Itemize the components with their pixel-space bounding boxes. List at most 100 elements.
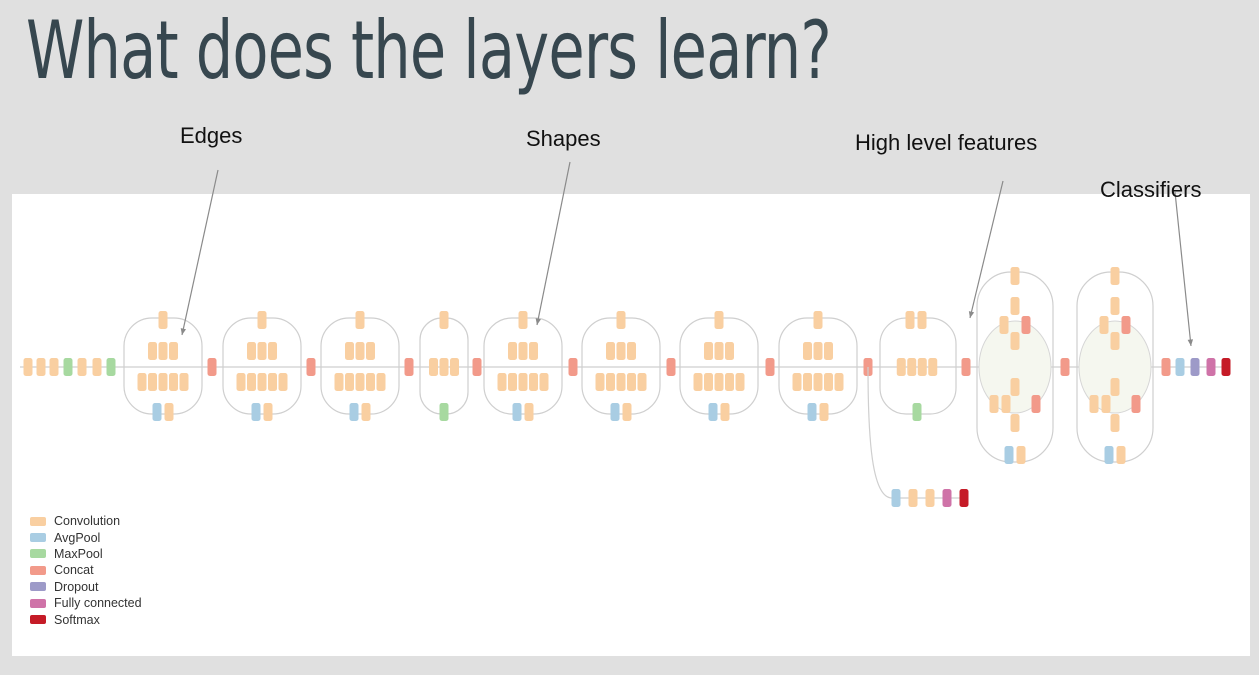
reduction0-conv-row-1: [439, 358, 449, 376]
auxiliary-layer-4: [959, 489, 969, 507]
legend-swatch-fully-connected: [30, 598, 46, 608]
module-3-conv-row1-2: [529, 342, 538, 360]
reduction1-conv-row-3: [928, 358, 938, 376]
legend-swatch-concat: [30, 565, 46, 575]
large-module-0-conv-g: [1010, 414, 1020, 432]
module-1-avgpool: [251, 403, 261, 421]
annotation-edges: Edges: [180, 123, 243, 148]
module-4-conv-row1-2: [627, 342, 636, 360]
module-1-conv-row2-0: [236, 373, 246, 391]
module-1-conv-row2-4: [278, 373, 288, 391]
large-module-1-conv-a: [1110, 297, 1120, 315]
module-1-conv-row1-2: [268, 342, 277, 360]
legend-label-maxpool: MaxPool: [54, 546, 103, 561]
module-2-conv-row2-2: [355, 373, 365, 391]
large-module-0-avgpool: [1004, 446, 1014, 464]
module-4-conv-row2-3: [627, 373, 636, 391]
large-module-1-pool-conv: [1116, 446, 1126, 464]
module-4-conv-row2-2: [616, 373, 626, 391]
module-6-conv-row2-2: [813, 373, 823, 391]
module-0-avgpool: [152, 403, 162, 421]
module-3-conv-row2-2: [518, 373, 528, 391]
module-3-conv-row2-3: [529, 373, 538, 391]
module-2-conv-row2-1: [345, 373, 354, 391]
module-2-top-conv: [355, 311, 365, 329]
large-module-1-conv-c: [1110, 332, 1120, 350]
legend-label-dropout: Dropout: [54, 579, 99, 594]
module-5-pool-conv: [720, 403, 730, 421]
module-0-conv-row2-0: [137, 373, 147, 391]
module-5-conv-row2-4: [735, 373, 745, 391]
module-2-avgpool: [349, 403, 359, 421]
legend-item-concat: Concat: [30, 562, 142, 578]
reduction1-conv-row-0: [896, 358, 906, 376]
concat-node-2: [404, 358, 414, 376]
module-1-conv-row1-1: [257, 342, 267, 360]
large-module-0-concat-bottom: [1031, 395, 1041, 413]
module-4-top-conv: [616, 311, 626, 329]
reduction0-maxpool: [439, 403, 449, 421]
module-0-conv-row1-0: [148, 342, 157, 360]
inception-module-outline-3: [483, 317, 563, 415]
legend-swatch-dropout: [30, 582, 46, 592]
large-module-0-conv-a: [1010, 297, 1020, 315]
module-5-conv-row2-0: [693, 373, 703, 391]
module-2-conv-row2-0: [334, 373, 344, 391]
reduction1-top-conv-b: [917, 311, 927, 329]
arrow-high-level-features-shaft: [969, 180, 1004, 319]
large-module-0-concat-top: [1021, 316, 1031, 334]
module-6-conv-row1-1: [813, 342, 823, 360]
module-3-conv-row1-1: [518, 342, 528, 360]
module-3-conv-row2-1: [508, 373, 517, 391]
reduction1-top-conv-a: [905, 311, 915, 329]
stem-layer-1: [36, 358, 46, 376]
arrow-high-level-features-head: [968, 311, 975, 318]
large-module-1-avgpool: [1104, 446, 1114, 464]
legend-item-dropout: Dropout: [30, 579, 142, 595]
large-module-1-conv-f: [1101, 395, 1111, 413]
large-module-1-top-conv: [1110, 267, 1120, 285]
auxiliary-layer-0: [891, 489, 901, 507]
inception-module-outline-4: [581, 317, 661, 415]
large-module-core-1: [1078, 320, 1152, 414]
legend-label-avgpool: AvgPool: [54, 530, 101, 545]
concat-node-6: [765, 358, 775, 376]
module-1-top-conv: [257, 311, 267, 329]
concat-node-0: [207, 358, 217, 376]
concat-node-5: [666, 358, 676, 376]
large-module-1-conv-b: [1099, 316, 1109, 334]
module-0-top-conv: [158, 311, 168, 329]
module-5-conv-row2-3: [725, 373, 734, 391]
inception-module-outline-0: [123, 317, 203, 415]
module-0-conv-row1-2: [169, 342, 178, 360]
legend-label-convolution: Convolution: [54, 514, 121, 529]
module-4-conv-row1-1: [616, 342, 626, 360]
module-0-conv-row2-4: [179, 373, 189, 391]
module-4-pool-conv: [622, 403, 632, 421]
stem-layer-6: [106, 358, 116, 376]
module-6-conv-row2-4: [834, 373, 844, 391]
module-3-conv-row2-0: [497, 373, 507, 391]
legend-item-fully-connected: Fully connected: [30, 595, 142, 611]
reduction1-conv-row-1: [907, 358, 917, 376]
arrow-shapes-shaft: [536, 161, 571, 326]
module-4-conv-row2-1: [606, 373, 615, 391]
module-6-conv-row2-0: [792, 373, 802, 391]
classifier-layer-0: [1161, 358, 1171, 376]
classifier-layer-3: [1206, 358, 1216, 376]
arrow-shapes-head: [535, 318, 541, 325]
slide-title: What does the layers learn?: [26, 4, 832, 97]
module-3-pool-conv: [524, 403, 534, 421]
module-2-conv-row1-2: [366, 342, 375, 360]
reduction0-conv-row-2: [450, 358, 459, 376]
module-6-conv-row1-2: [824, 342, 833, 360]
annotation-shapes: Shapes: [526, 126, 601, 151]
concat-node-8: [961, 358, 971, 376]
module-1-conv-row2-3: [268, 373, 277, 391]
large-module-1-conv-d: [1110, 378, 1120, 396]
large-module-1-conv-e: [1089, 395, 1099, 413]
module-5-avgpool: [708, 403, 718, 421]
module-0-conv-row2-3: [169, 373, 178, 391]
classifier-layer-2: [1190, 358, 1200, 376]
module-5-conv-row1-1: [714, 342, 724, 360]
